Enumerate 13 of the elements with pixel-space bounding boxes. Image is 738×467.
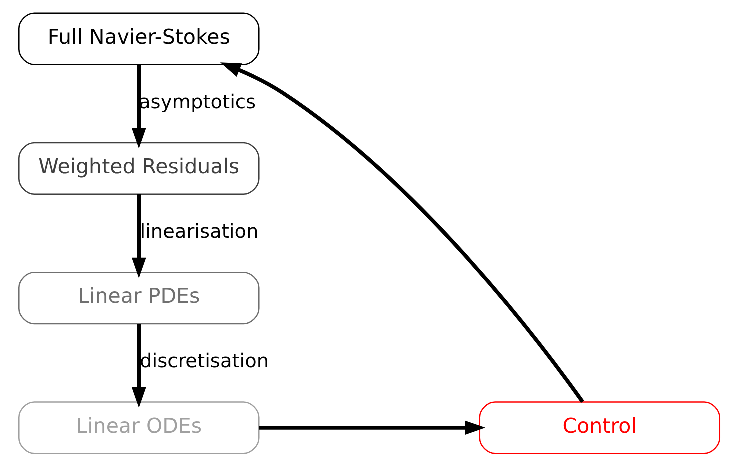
edge-label: discretisation xyxy=(140,350,269,373)
arrow xyxy=(131,64,146,149)
arrow xyxy=(131,194,146,278)
edge-label: linearisation xyxy=(140,220,258,243)
node-box: Full Navier-Stokes xyxy=(18,12,260,66)
arrow xyxy=(131,324,146,408)
node-box: Linear PDEs xyxy=(18,272,260,325)
edge-label: asymptotics xyxy=(138,90,256,114)
node-box: Control xyxy=(478,402,720,454)
arrow xyxy=(220,62,584,404)
arrow xyxy=(258,420,486,436)
node-box: Weighted Residuals xyxy=(18,142,260,195)
node-box: Linear ODEs xyxy=(18,402,260,454)
